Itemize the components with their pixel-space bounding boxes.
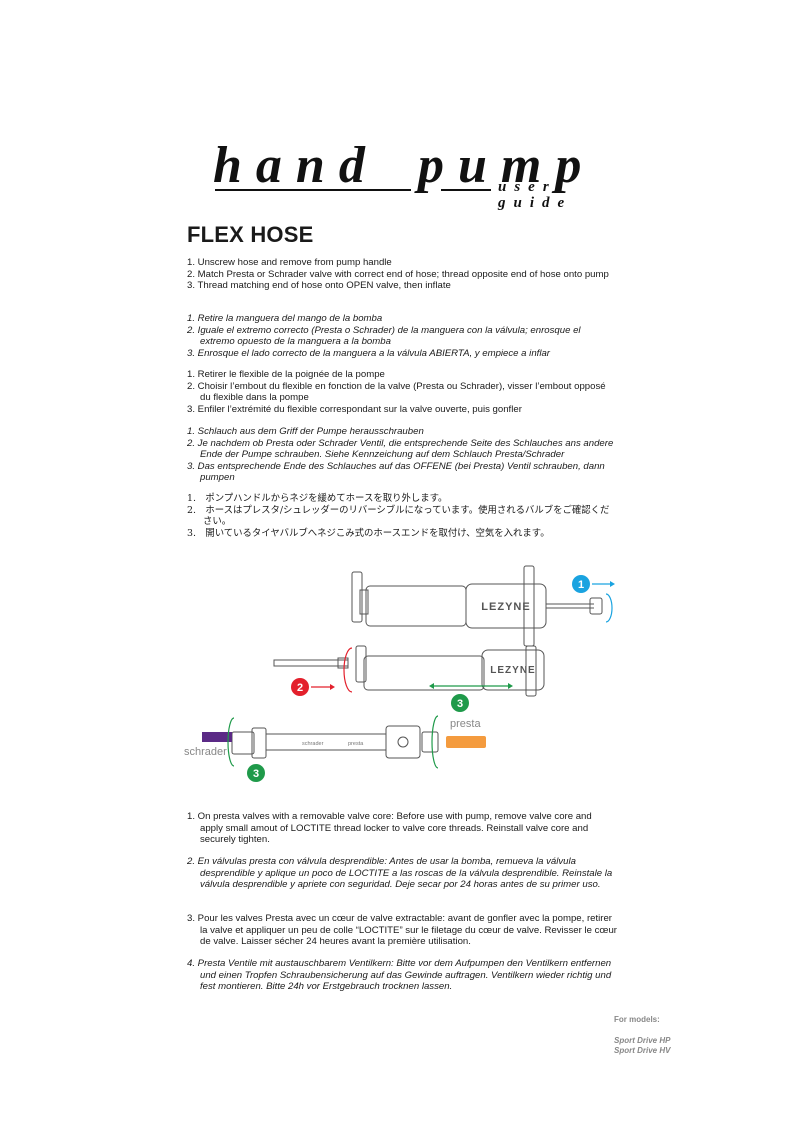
arrow-head-icon	[330, 684, 335, 690]
hose-schrader-text: schrader	[302, 741, 324, 747]
valve-core-notes-fr: 3. Pour les valves Presta avec un cœur d…	[187, 913, 617, 948]
hose-presta-text: presta	[348, 741, 364, 747]
note-en: 1. On presta valves with a removable val…	[187, 811, 592, 845]
step-item: 3. Enrosque el lado correcto de la mangu…	[187, 347, 550, 359]
models-label: For models:	[614, 1015, 660, 1024]
note-de: 4. Presta Ventile mit austauschbarem Ven…	[187, 958, 612, 992]
rotate-arrow-icon	[431, 715, 439, 769]
schrader-valve-icon	[202, 732, 232, 742]
title-sub-user: user	[498, 179, 557, 195]
title-word-pump: pump	[418, 137, 596, 194]
brand-logo-2: LEZYNE	[490, 665, 535, 676]
arrow-head-icon	[508, 683, 513, 689]
step-item: 3. 開いているタイヤバルブへネジこみ式のホースエンドを取付け、空気を入れます。	[187, 527, 550, 539]
section-title: FLEX HOSE	[187, 222, 314, 247]
english-steps: 1. Unscrew hose and remove from pump han…	[187, 257, 617, 292]
title-word-hand: hand	[213, 137, 379, 194]
hose-illustration	[231, 725, 439, 759]
flex-hose-diagram: LEZYNE LEZYNE schrader presta 1 2 3 pres…	[184, 565, 615, 782]
brand-logo-1: LEZYNE	[481, 601, 530, 613]
spanish-steps: 1. Retire la manguera del mango de la bo…	[187, 313, 617, 359]
rotate-arrow-icon	[343, 647, 353, 693]
step-item: 2. ホースはプレスタ/シュレッダーのリバーシブルになっています。使用されるバル…	[187, 504, 610, 528]
models-list: For models: Sport Drive HP Sport Drive H…	[614, 1015, 670, 1056]
step-item: 1. ポンプハンドルからネジを緩めてホースを取り外します。	[187, 493, 448, 504]
schrader-label: schrader	[184, 746, 227, 758]
presta-label: presta	[450, 718, 481, 730]
french-steps: 1. Retirer le flexible de la poignée de …	[187, 369, 617, 415]
step-item: 2. Choisir l’embout du flexible en fonct…	[187, 380, 606, 404]
step-badge-3b-number: 3	[253, 768, 259, 780]
note-fr: 3. Pour les valves Presta avec un cœur d…	[187, 913, 617, 947]
step-item: 3. Thread matching end of hose onto OPEN…	[187, 280, 451, 291]
step-badge-2	[291, 678, 309, 696]
step-item: 3. Enfiler l’extrémité du flexible corre…	[187, 403, 522, 415]
step-badge-1-number: 1	[578, 579, 584, 591]
rotate-arrow-icon	[227, 717, 235, 767]
title-sub-guide: guide	[498, 195, 573, 211]
step-item: 1. Retirer le flexible de la poignée de …	[187, 369, 385, 380]
step-badge-1	[572, 575, 590, 593]
pump-illustration-2	[273, 645, 545, 697]
step-item: 1. Schlauch aus dem Griff der Pumpe hera…	[187, 426, 424, 437]
step-item: 1. Unscrew hose and remove from pump han…	[187, 257, 392, 268]
title-rule-right	[441, 189, 491, 191]
step-item: 2. Iguale el extremo correcto (Presta o …	[187, 324, 581, 348]
valve-core-notes: 1. On presta valves with a removable val…	[187, 811, 617, 846]
step-badge-3a-number: 3	[457, 698, 463, 710]
japanese-steps: 1. ポンプハンドルからネジを緩めてホースを取り外します。 2. ホースはプレス…	[187, 493, 617, 539]
presta-valve-icon	[446, 736, 486, 748]
valve-core-notes-es: 2. En válvulas presta con válvula despre…	[187, 856, 617, 891]
arrow-head-icon	[610, 581, 615, 587]
step-badge-3a	[451, 694, 469, 712]
step-badge-3b	[247, 764, 265, 782]
note-es: 2. En válvulas presta con válvula despre…	[187, 856, 613, 890]
model-item: Sport Drive HP	[614, 1036, 671, 1045]
step-item: 2. Match Presta or Schrader valve with c…	[187, 268, 609, 280]
step-item: 1. Retire la manguera del mango de la bo…	[187, 313, 383, 324]
title-rule-left	[215, 189, 411, 191]
german-steps: 1. Schlauch aus dem Griff der Pumpe hera…	[187, 426, 617, 484]
valve-core-notes-de: 4. Presta Ventile mit austauschbarem Ven…	[187, 958, 617, 993]
model-item: Sport Drive HV	[614, 1046, 671, 1055]
step-badge-2-number: 2	[297, 682, 303, 694]
rotate-arrow-icon	[605, 593, 613, 623]
step-item: 2. Je nachdem ob Presta oder Schrader Ve…	[187, 437, 614, 461]
arrow-head-icon	[429, 683, 434, 689]
step-item: 3. Das entsprechende Ende des Schlauches…	[187, 460, 605, 484]
pump-illustration-1	[351, 565, 603, 647]
